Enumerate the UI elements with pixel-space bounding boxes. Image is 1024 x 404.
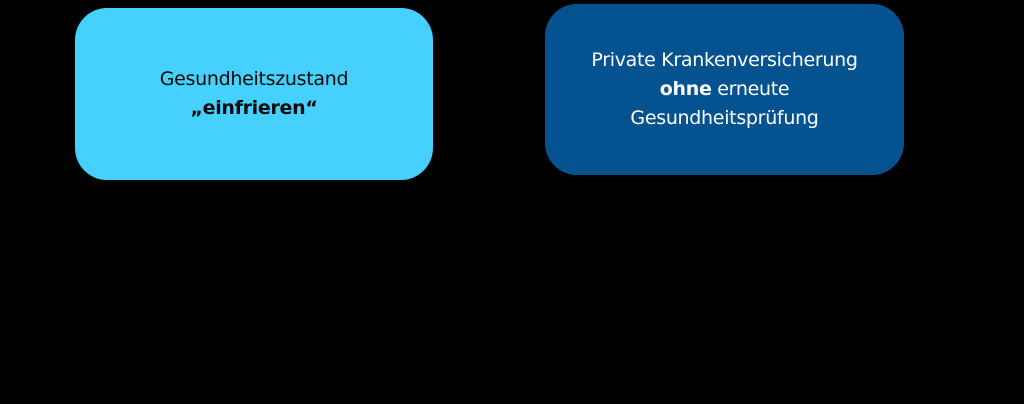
health-status-freeze-box: Gesundheitszustand „einfrieren“ (75, 8, 433, 180)
box-text-line: Gesundheitszustand (160, 65, 349, 94)
health-status-label: Gesundheitszustand (159, 68, 349, 90)
health-check-label: Gesundheitsprüfung (630, 107, 819, 129)
private-insurance-box: Private Krankenversicherung ohne erneute… (545, 4, 904, 175)
without-label: ohne (659, 78, 712, 100)
private-insurance-label: Private Krankenversicherung (591, 49, 858, 71)
renewed-label: erneute (711, 78, 790, 100)
freeze-label: „einfrieren“ (190, 97, 318, 119)
box-text-line: ohne erneute (660, 75, 790, 104)
box-text-line: Gesundheitsprüfung (630, 104, 818, 133)
box-text-line: Private Krankenversicherung (591, 46, 858, 75)
box-text-line: „einfrieren“ (190, 94, 317, 123)
